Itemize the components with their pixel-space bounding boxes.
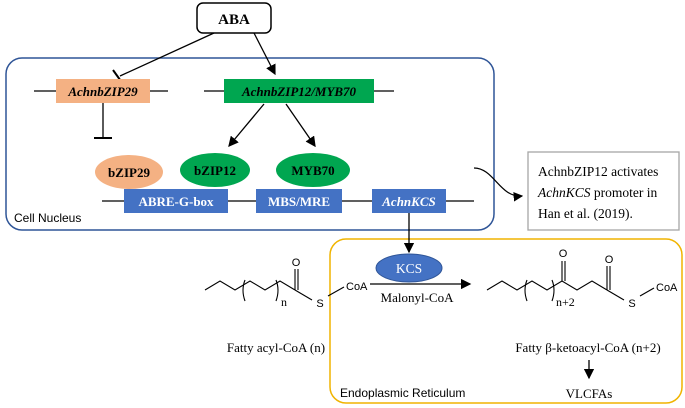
note-line-3: Han et al. (2019). — [538, 206, 633, 221]
substrate-label: Fatty acyl-CoA (n) — [227, 340, 325, 355]
kcs-gene-box — [372, 189, 446, 213]
keto-n-subscript: n+2 — [556, 295, 575, 309]
bzip12-protein-label: bZIP12 — [194, 163, 236, 178]
kcs-enzyme — [375, 253, 443, 283]
nucleus-label: Cell Nucleus — [14, 211, 81, 225]
vlcfa-label: VLCFAs — [566, 386, 613, 401]
note-box — [527, 151, 680, 231]
kcs-enzyme-label: KCS — [396, 261, 422, 276]
bzip12-protein — [180, 153, 250, 187]
er-label: Endoplasmic Reticulum — [340, 386, 465, 400]
gene-to-bzip12-arrow — [228, 103, 265, 147]
keto-sulfur-label: S — [628, 298, 635, 310]
bzip29-protein-label: bZIP29 — [108, 165, 150, 180]
note-line-2: AchnKCS promoter in — [537, 185, 657, 200]
bzip29-gene-label: AchnbZIP29 — [67, 84, 138, 99]
myb70-protein-label: MYB70 — [291, 163, 334, 178]
note-line-1: AchnbZIP12 activates — [538, 164, 658, 179]
abre-gbox-element — [124, 189, 228, 213]
bzip12-myb70-gene-box — [224, 79, 374, 103]
bzip29-gene-box — [56, 79, 150, 103]
keto-coa-label: CoA — [656, 282, 678, 294]
aba-box — [196, 2, 272, 34]
acyl-oxygen-label: O — [292, 257, 301, 269]
aba-activate-arrow — [253, 32, 276, 76]
malonyl-coa-label: Malonyl-CoA — [381, 290, 455, 305]
aba-inhibit-line — [119, 32, 215, 77]
fatty-acyl-coa-structure — [204, 269, 345, 302]
nucleus-compartment — [5, 57, 495, 231]
mbs-mre-label: MBS/MRE — [268, 194, 330, 209]
er-compartment — [329, 238, 683, 404]
acyl-coa-label: CoA — [346, 281, 368, 293]
myb70-protein — [276, 153, 350, 187]
abre-gbox-label: ABRE-G-box — [138, 194, 214, 209]
acyl-sulfur-label: S — [316, 298, 323, 310]
product-label: Fatty β-ketoacyl-CoA (n+2) — [515, 340, 660, 355]
note-connector — [473, 167, 524, 202]
mbs-mre-element — [256, 189, 342, 213]
acyl-n-subscript: n — [281, 295, 287, 309]
keto-oxygen-label: O — [559, 248, 568, 260]
bzip12-myb70-gene-label: AchnbZIP12/MYB70 — [241, 84, 357, 99]
aba-label: ABA — [218, 12, 250, 28]
gene-to-myb70-arrow — [285, 103, 316, 148]
ketoacyl-coa-structure — [486, 261, 655, 302]
kcs-gene-label: AchnKCS — [381, 194, 435, 209]
thioester-oxygen-label: O — [605, 254, 614, 266]
bzip29-protein — [95, 155, 163, 189]
